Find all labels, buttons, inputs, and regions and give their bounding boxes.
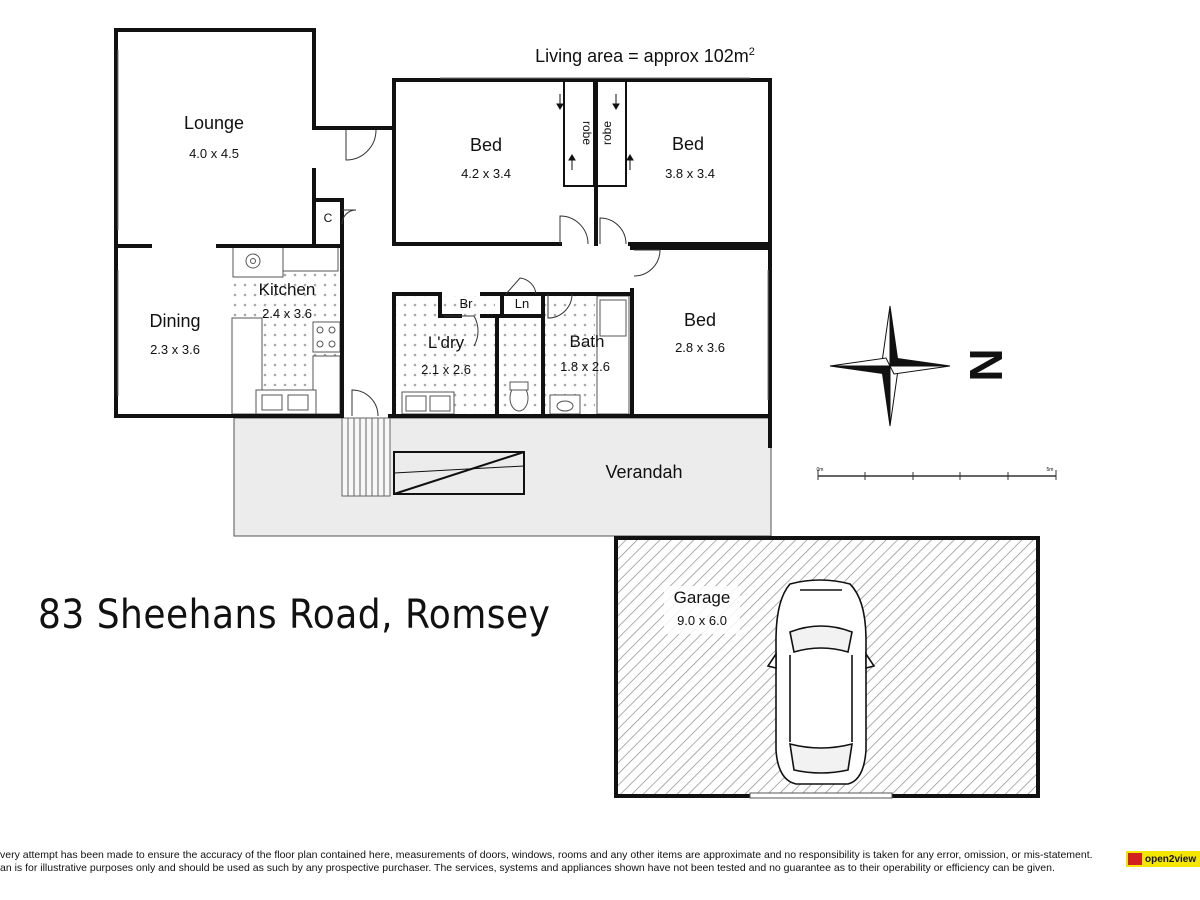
dining-name: Dining <box>149 311 200 331</box>
broom-label: Br <box>460 296 474 311</box>
bed2-size: 3.8 x 3.4 <box>665 166 715 181</box>
property-address: 83 Sheehans Road, Romsey <box>38 592 551 638</box>
bed1-size: 4.2 x 3.4 <box>461 166 511 181</box>
disclaimer-line-1: very attempt has been made to ensure the… <box>0 849 1093 861</box>
windows <box>117 50 769 400</box>
bath-name: Bath <box>570 332 605 351</box>
walls <box>114 28 772 448</box>
doors <box>341 129 661 417</box>
bed3-size: 2.8 x 3.6 <box>675 340 725 355</box>
laundry-size: 2.1 x 2.6 <box>421 362 471 377</box>
compass-icon <box>829 305 951 427</box>
bed1-name: Bed <box>470 135 502 155</box>
scale-end: 5m <box>1047 467 1054 473</box>
lounge-name: Lounge <box>184 113 244 133</box>
living-area-label: Living area = approx 102m2 <box>535 46 755 66</box>
kitchen-size: 2.4 x 3.6 <box>262 306 312 321</box>
logo-mark-icon <box>1128 853 1142 865</box>
open2view-logo: open2view <box>1126 851 1200 867</box>
car-icon <box>766 579 876 785</box>
robe1-label: robe <box>580 121 594 145</box>
north-letter: N <box>960 348 1012 381</box>
robe2-label: robe <box>600 121 614 145</box>
garage-name: Garage <box>674 588 731 607</box>
laundry-name: L'dry <box>428 333 465 352</box>
garage-size: 9.0 x 6.0 <box>677 613 727 628</box>
kitchen-fittings <box>231 246 341 415</box>
dining-size: 2.3 x 3.6 <box>150 342 200 357</box>
disclaimer: very attempt has been made to ensure the… <box>0 849 1115 875</box>
lounge-size: 4.0 x 4.5 <box>189 146 239 161</box>
bed2-name: Bed <box>672 134 704 154</box>
verandah-area <box>233 417 772 537</box>
logo-text: open2view <box>1145 853 1197 865</box>
ramp <box>393 451 525 495</box>
cupboard-label: C <box>324 211 333 225</box>
bath-size: 1.8 x 2.6 <box>560 359 610 374</box>
robes <box>563 79 627 187</box>
toilet-icon <box>509 381 529 412</box>
disclaimer-line-2: an is for illustrative purposes only and… <box>0 862 1055 874</box>
scale-start: 0m <box>817 467 824 473</box>
robe-arrows <box>556 94 634 170</box>
bed3-name: Bed <box>684 310 716 330</box>
linen-label: Ln <box>515 296 529 311</box>
kitchen-name: Kitchen <box>259 280 316 299</box>
steps <box>341 417 391 497</box>
laundry-fittings <box>401 391 455 415</box>
verandah-name: Verandah <box>605 462 682 482</box>
bath-fittings <box>549 295 630 415</box>
scale-bar <box>817 470 1057 480</box>
